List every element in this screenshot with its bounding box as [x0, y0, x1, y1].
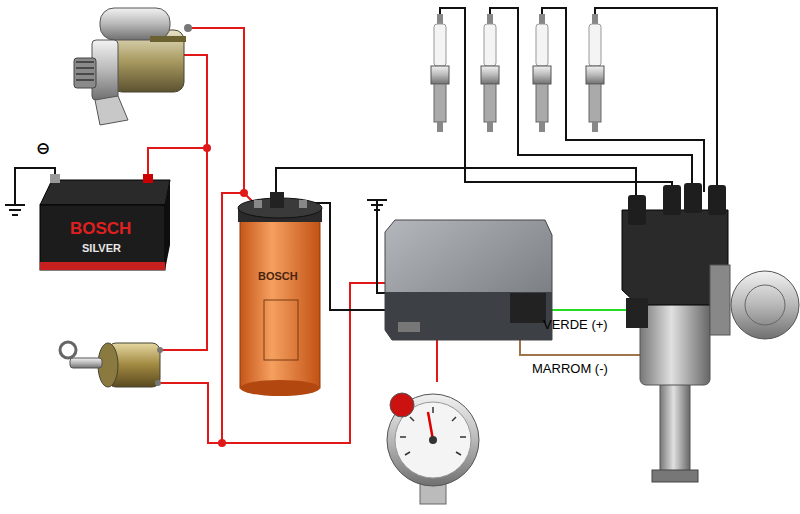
ignition-coil [238, 192, 322, 396]
ignition-module [385, 220, 552, 340]
brand-text: BOSCH [70, 220, 131, 239]
brand-text: BOSCH [258, 270, 298, 282]
brand-text: SILVER [82, 242, 121, 254]
tachometer [387, 393, 479, 504]
ignition-switch [60, 342, 163, 387]
signal-label: MARROM (-) [532, 362, 608, 376]
spark-plug [431, 14, 604, 132]
battery [40, 174, 170, 270]
distributor [622, 183, 799, 482]
polarity-mark: ⊖ [36, 140, 50, 159]
signal-label: VERDE (+) [543, 318, 608, 332]
starter-motor [74, 8, 192, 125]
black-wire [15, 8, 717, 310]
